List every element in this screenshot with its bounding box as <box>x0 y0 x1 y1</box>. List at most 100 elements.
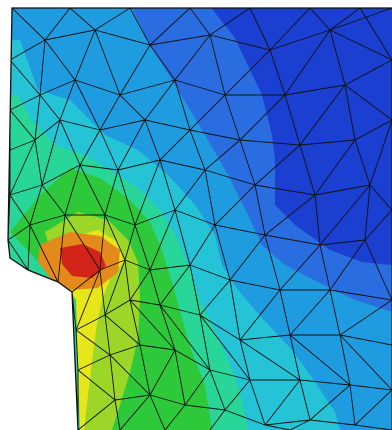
mesh-edge <box>189 129 241 141</box>
mesh-edge <box>284 84 346 96</box>
mesh-edge <box>159 159 176 211</box>
mesh-edge <box>44 39 76 81</box>
mesh-edge <box>34 119 61 141</box>
mesh-edge <box>249 379 266 426</box>
mesh-edge <box>139 344 151 396</box>
mesh-edge <box>264 424 291 430</box>
mesh-edge <box>204 139 241 171</box>
mesh-edge <box>149 349 176 396</box>
mesh-edge <box>159 304 211 371</box>
mesh-edge <box>364 239 392 301</box>
mesh-edge <box>224 409 266 426</box>
mesh-edge <box>204 169 216 226</box>
mesh-edge <box>71 269 101 293</box>
mesh-edge <box>75 314 106 331</box>
mesh-edge <box>229 279 241 341</box>
mesh-edge <box>104 169 119 216</box>
mesh-edge <box>8 239 29 271</box>
mesh-edge <box>9 39 46 61</box>
mesh-edge <box>129 8 151 46</box>
mesh-edge <box>239 139 301 146</box>
mesh-edge <box>329 289 341 336</box>
mesh-edge <box>74 79 101 131</box>
mesh-edge <box>189 129 206 171</box>
mesh-edge <box>354 139 371 186</box>
mesh-edge <box>289 334 301 381</box>
mesh-edge <box>329 8 361 31</box>
mesh-edge <box>344 84 392 121</box>
mesh-edge <box>249 8 271 51</box>
mesh-edge <box>99 259 126 271</box>
mesh-edge <box>149 394 186 406</box>
mesh-edge <box>329 239 366 291</box>
mesh-edge <box>44 8 71 41</box>
mesh-edge <box>299 144 316 196</box>
mesh-edge <box>29 224 59 283</box>
mesh-edge <box>74 29 96 81</box>
part-outline <box>7 7 392 430</box>
mesh-edge <box>9 109 36 141</box>
mesh-edge <box>264 194 316 236</box>
mesh-edge <box>129 299 161 306</box>
mesh-edge <box>44 29 96 41</box>
mesh-edge <box>144 79 176 121</box>
mesh-edge <box>299 379 351 386</box>
mesh-edge <box>319 239 366 246</box>
mesh-edge <box>269 49 286 96</box>
mesh-edge <box>264 234 281 291</box>
mesh-edge <box>27 224 31 271</box>
mesh-edge <box>74 79 121 96</box>
mesh-edge <box>309 8 331 31</box>
mesh-edge <box>77 369 116 401</box>
mesh-edge <box>109 354 116 401</box>
mesh-edge <box>214 224 231 281</box>
mesh-edge <box>124 224 136 261</box>
mesh-edge <box>269 29 331 51</box>
mesh-edge <box>189 8 211 36</box>
mesh-edge <box>344 59 392 86</box>
mesh-edge <box>149 209 176 271</box>
mesh-edge <box>319 184 371 246</box>
mesh-edge <box>174 349 186 406</box>
mesh-edge <box>349 384 356 426</box>
mesh-edge <box>359 8 392 61</box>
mesh-edge <box>117 159 161 171</box>
mesh-edge <box>164 404 186 430</box>
mesh-edge <box>104 214 136 226</box>
mesh-edge <box>264 419 311 426</box>
mesh-edge <box>239 289 281 341</box>
mesh-edge <box>9 194 31 226</box>
mesh-edge <box>209 369 251 381</box>
mesh-edge <box>174 79 191 131</box>
mesh-edges <box>8 8 392 430</box>
mesh-edge <box>159 129 191 161</box>
mesh-edge <box>314 194 321 246</box>
mesh-edge <box>339 334 392 391</box>
mesh-edge <box>149 44 176 81</box>
mesh-edge <box>75 269 101 331</box>
mesh-edge <box>224 49 271 96</box>
mesh-edge <box>109 344 141 356</box>
mesh-edge <box>149 8 191 46</box>
mesh-edge <box>204 169 256 186</box>
mesh-edge <box>209 409 226 430</box>
mesh-edge <box>184 404 226 411</box>
mesh-edge <box>214 184 256 226</box>
mesh-edge <box>41 184 66 216</box>
mesh-edge <box>59 119 101 131</box>
mesh-edge <box>124 259 151 271</box>
mesh-edge <box>29 214 66 226</box>
mesh-edge <box>329 8 392 31</box>
mesh-edge <box>174 209 191 266</box>
mesh-edge <box>119 79 176 96</box>
mesh-edge <box>59 79 76 121</box>
mesh-edge <box>189 264 231 281</box>
mesh-edge <box>229 279 281 291</box>
mesh-edge <box>174 34 211 81</box>
mesh-edge <box>79 164 106 216</box>
mesh-edge <box>79 164 119 171</box>
mesh-edge <box>224 94 241 141</box>
mesh-edge <box>34 139 43 186</box>
